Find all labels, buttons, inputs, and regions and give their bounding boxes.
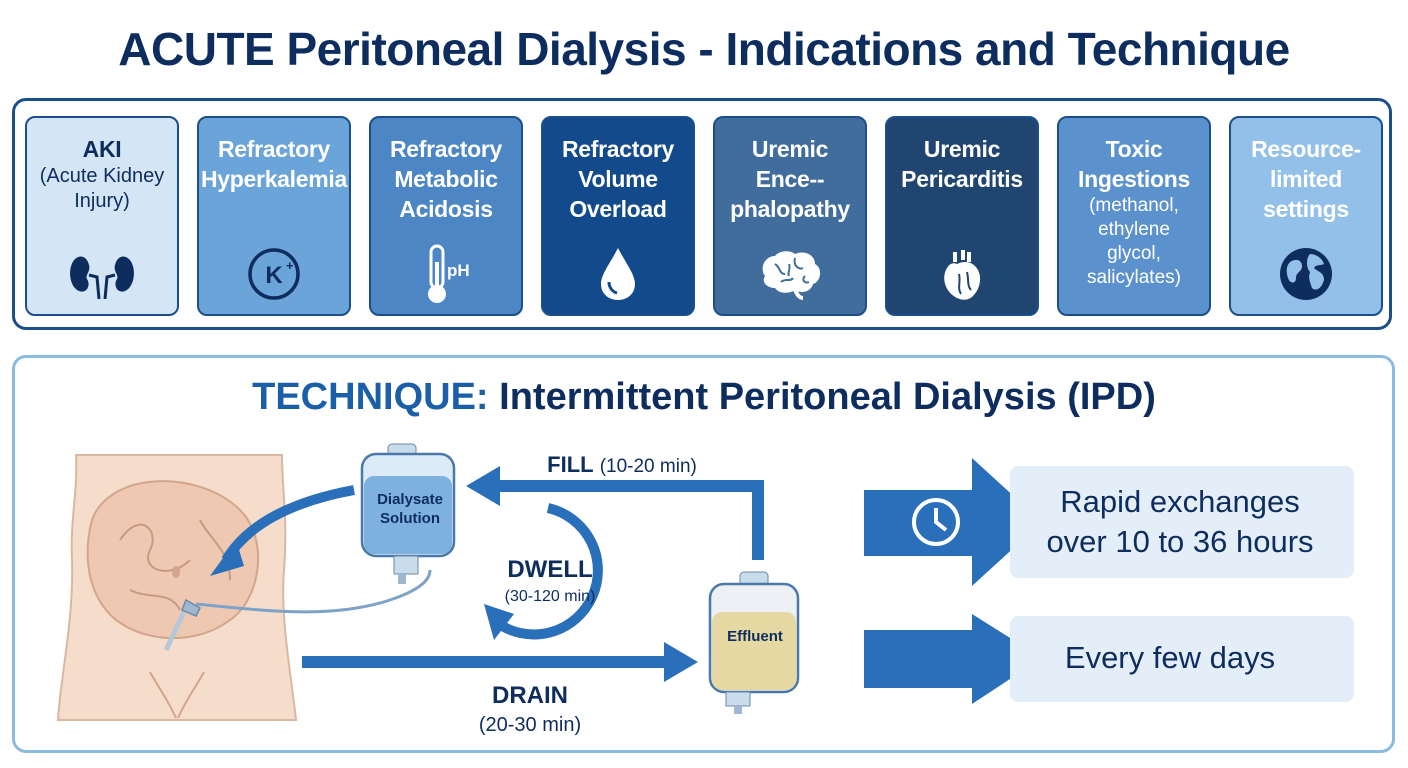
technique-title: TECHNIQUE: Intermittent Peritoneal Dialy…	[0, 376, 1408, 419]
indication-card-aki: AKI (Acute Kidney Injury)	[25, 116, 179, 316]
outcome-box-every-few-days	[1010, 616, 1354, 702]
indication-card-resource-limited: Resource- limited settings	[1229, 116, 1383, 316]
outcome-text-rapid: Rapid exchanges over 10 to 36 hours	[1046, 484, 1314, 559]
svg-text:K: K	[265, 262, 283, 289]
technique-prefix: TECHNIQUE:	[252, 376, 489, 418]
indication-title: Refractory Volume Overload	[561, 136, 675, 222]
indication-title: Uremic Pericarditis	[901, 136, 1023, 192]
drain-label: DRAIN (20-30 min)	[478, 682, 582, 736]
indication-card-hyperkalemia: Refractory Hyperkalemia K +	[197, 116, 351, 316]
indication-title: Refractory Hyperkalemia	[201, 136, 347, 192]
fill-label: FILL (10-20 min)	[547, 452, 697, 477]
indication-title: AKI	[82, 136, 122, 162]
ph-thermometer-icon: pH	[371, 244, 521, 304]
indication-subtitle: (methanol, ethylene glycol, salicylates)	[1087, 195, 1181, 288]
effluent-label: Effluent	[727, 628, 783, 645]
dialysate-label: Dialysate Solution	[377, 491, 443, 527]
indication-card-pericarditis: Uremic Pericarditis	[885, 116, 1039, 316]
indications-panel: AKI (Acute Kidney Injury) Refractory Hyp…	[12, 98, 1392, 330]
page-title: ACUTE Peritoneal Dialysis - Indications …	[118, 23, 1290, 75]
indication-subtitle: (Acute Kidney Injury)	[39, 165, 165, 212]
globe-icon	[1231, 244, 1381, 304]
indication-card-toxic-ingestions: Toxic Ingestions (methanol, ethylene gly…	[1057, 116, 1211, 316]
potassium-icon: K +	[199, 244, 349, 304]
indication-card-encephalopathy: Uremic Ence-- phalopathy	[713, 116, 867, 316]
dwell-label: DWELL (30-120 min)	[504, 556, 596, 605]
indication-title: Uremic Ence-- phalopathy	[730, 136, 850, 222]
indication-title: Refractory Metabolic Acidosis	[389, 136, 503, 222]
indication-title: Toxic Ingestions	[1077, 136, 1190, 192]
indication-card-volume-overload: Refractory Volume Overload	[541, 116, 695, 316]
outcome-text-every-few-days: Every few days	[1064, 640, 1276, 675]
water-drop-icon	[543, 244, 693, 304]
svg-text:+: +	[286, 258, 294, 273]
outcome-box-rapid	[1010, 466, 1354, 578]
heart-icon	[887, 244, 1037, 304]
indication-title: Resource- limited settings	[1251, 136, 1361, 222]
indication-card-acidosis: Refractory Metabolic Acidosis pH	[369, 116, 523, 316]
kidneys-icon	[27, 244, 177, 304]
svg-text:pH: pH	[447, 261, 470, 280]
brain-icon	[715, 244, 865, 304]
technique-name: Intermittent Peritoneal Dialysis (IPD)	[499, 376, 1156, 418]
